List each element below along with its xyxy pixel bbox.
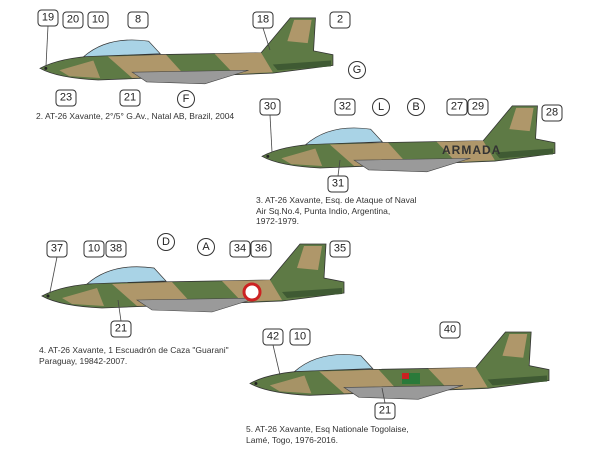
caption-5: 5. AT-26 Xavante, Esq Nationale Togolais… <box>246 424 409 445</box>
caption-4: 4. AT-26 Xavante, 1 Escuadrón de Caza "G… <box>39 345 229 366</box>
callout: 35 <box>329 240 351 258</box>
callout: 32 <box>334 98 356 116</box>
callout: 28 <box>541 104 563 122</box>
flag-togo <box>402 373 420 384</box>
callout: D <box>157 233 175 251</box>
callout: 21 <box>110 320 132 338</box>
callout: 23 <box>55 89 77 107</box>
callout: 34 <box>229 240 251 258</box>
caption-3: 3. AT-26 Xavante, Esq. de Ataque of Nava… <box>256 195 417 226</box>
caption-2: 2. AT-26 Xavante, 2°/5° G.Av., Natal AB,… <box>36 111 235 121</box>
callout: L <box>372 98 390 116</box>
callout: 10 <box>289 328 311 346</box>
callout: B <box>407 98 425 116</box>
aircraft-2 <box>39 17 334 85</box>
callout: 8 <box>127 11 149 29</box>
armada-marking: ARMADA <box>442 143 502 157</box>
callout: 2 <box>329 11 351 29</box>
callout: 30 <box>259 98 281 116</box>
callout: A <box>197 238 215 256</box>
callout: 18 <box>252 11 274 29</box>
callout: 38 <box>105 240 127 258</box>
callout: 40 <box>439 321 461 339</box>
aircraft-3 <box>261 105 556 173</box>
callout: 36 <box>250 240 272 258</box>
callout: 21 <box>374 402 396 420</box>
callout: 21 <box>119 89 141 107</box>
callout: 20 <box>62 11 84 29</box>
callout: 37 <box>46 240 68 258</box>
callout: 31 <box>327 175 349 193</box>
callout: 10 <box>83 240 105 258</box>
callout: 27 <box>446 98 468 116</box>
callout: G <box>348 61 366 79</box>
callout: F <box>177 90 195 108</box>
callout: 29 <box>467 98 489 116</box>
callout: 19 <box>37 9 59 27</box>
callout: 10 <box>87 11 109 29</box>
roundel-paraguay <box>242 282 262 302</box>
callout: 42 <box>262 328 284 346</box>
